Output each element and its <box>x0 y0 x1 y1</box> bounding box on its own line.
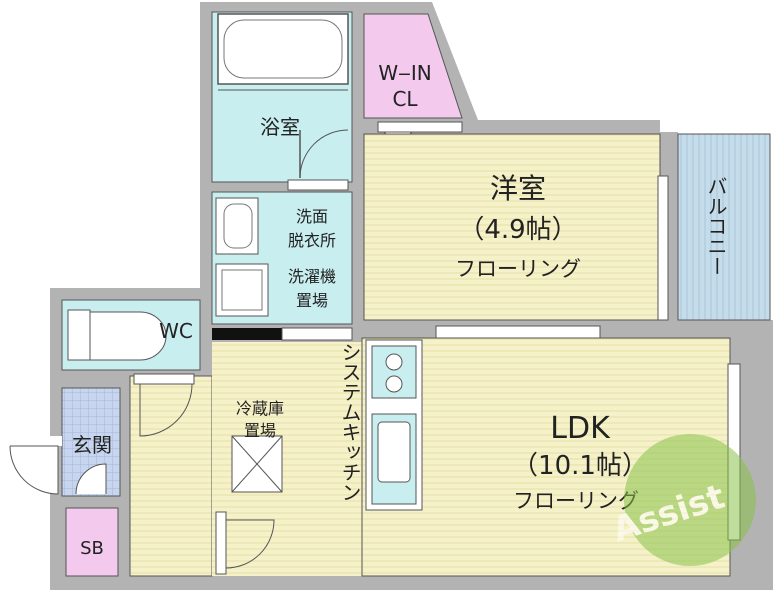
entrance-door-icon <box>9 445 59 495</box>
wic-label-line2: CL <box>392 87 418 111</box>
bath-room <box>211 11 353 191</box>
western-room-size: （4.9帖） <box>458 215 577 245</box>
western-room-name: 洋室 <box>490 172 546 205</box>
wc-door-icon <box>139 383 193 437</box>
ldk-floor: フローリング <box>513 489 639 513</box>
entrance <box>0 387 121 577</box>
washer-label-line2: 置場 <box>296 291 328 310</box>
washer-label-line1: 洗濯機 <box>288 267 336 286</box>
hall-floor <box>129 342 362 577</box>
balcony-label: バルコニー <box>704 176 728 276</box>
bath-label: 浴室 <box>260 115 300 139</box>
hall-door-icon <box>225 519 275 569</box>
balcony <box>677 133 771 321</box>
western-room-floor: フローリング <box>455 257 581 281</box>
toilet-icon <box>89 311 167 361</box>
assist-logo: Assist <box>608 434 756 566</box>
ldk-name: LDK <box>550 411 611 446</box>
washroom <box>211 191 353 341</box>
fridge-label-line2: 置場 <box>244 421 276 440</box>
fridge-label-line1: 冷蔵庫 <box>236 399 284 418</box>
washroom-label-line2: 脱衣所 <box>288 231 336 250</box>
western-room <box>363 133 669 321</box>
entrance-label: 玄関 <box>72 433 112 457</box>
washing-machine-icon <box>215 263 269 317</box>
kitchen <box>365 339 423 511</box>
sb-door-icon <box>75 463 107 495</box>
bath-door-icon <box>299 129 349 179</box>
kitchen-label: システムキッチン <box>338 342 362 502</box>
washroom-label-line1: 洗面 <box>296 207 328 226</box>
shoe-box-label: SB <box>80 538 104 559</box>
wc-label: WC <box>159 319 193 343</box>
wic-label-line1: W‒IN <box>378 61 431 85</box>
wc-room <box>61 299 201 371</box>
ldk-size: （10.1帖） <box>512 451 648 481</box>
toilet-tank-icon <box>67 309 91 361</box>
